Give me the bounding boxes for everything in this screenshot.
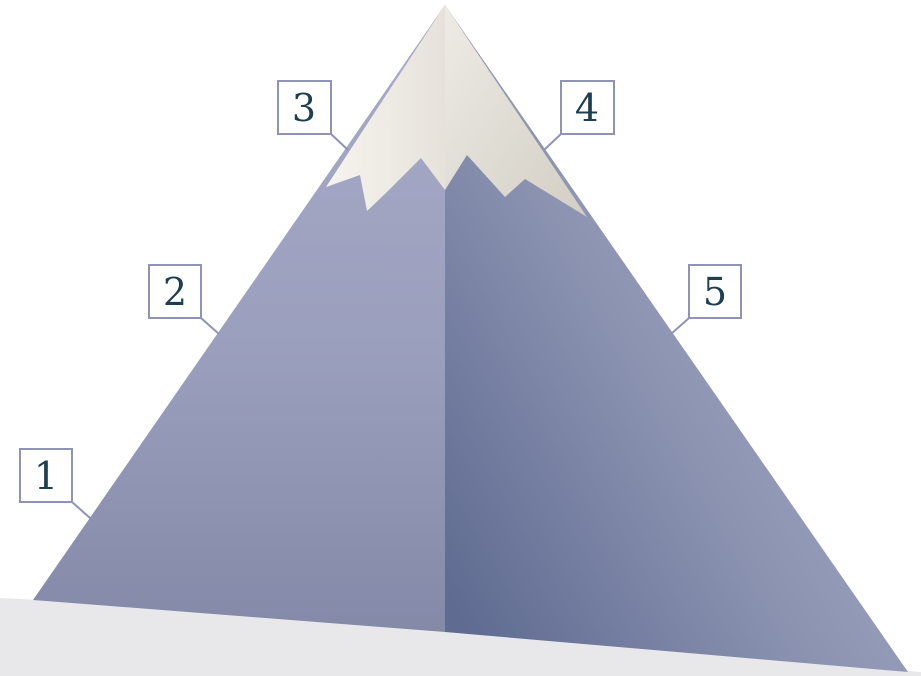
callout-3-leader: [331, 134, 348, 150]
callout-2-leader: [201, 318, 219, 334]
callout-1-leader: [72, 502, 90, 518]
callout-5-label: 5: [703, 270, 727, 314]
callout-1: 1: [20, 449, 72, 502]
callout-5: 5: [689, 265, 741, 318]
callout-4: 4: [561, 81, 614, 134]
mountain-right-face: [445, 5, 908, 672]
callout-4-leader: [544, 134, 561, 150]
callout-5-leader: [671, 318, 689, 334]
callout-1-label: 1: [34, 454, 58, 498]
callout-4-label: 4: [575, 86, 599, 130]
mountain-left-face: [33, 5, 445, 632]
callout-2-label: 2: [163, 270, 187, 314]
callout-3-label: 3: [292, 86, 316, 130]
callout-3: 3: [278, 81, 331, 134]
callout-2: 2: [149, 265, 201, 318]
